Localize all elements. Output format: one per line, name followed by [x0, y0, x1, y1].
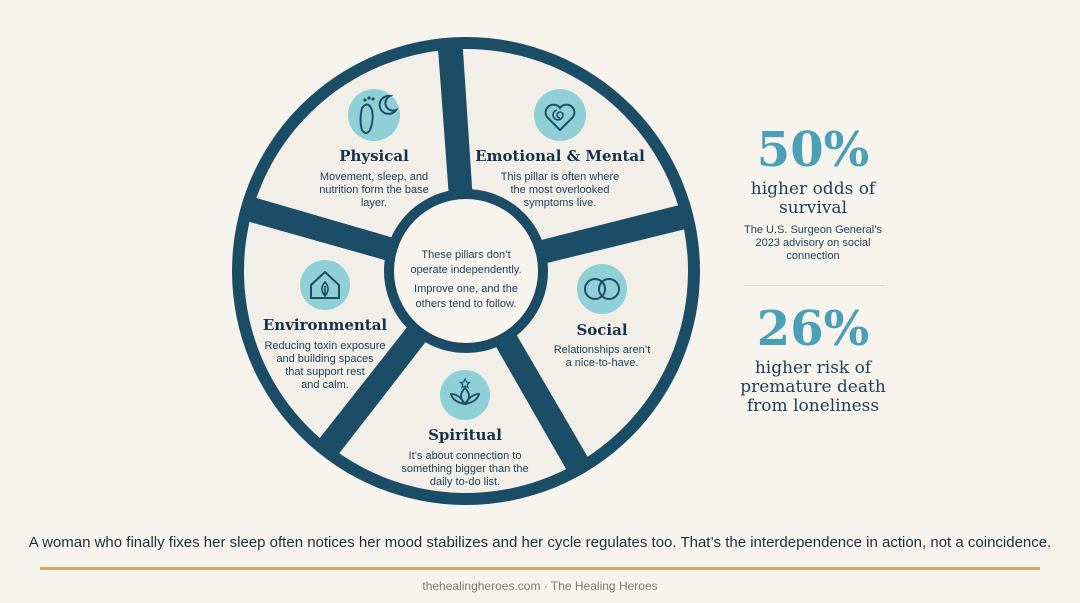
segment-physical: Physical Movement, sleep, and nutrition …: [319, 89, 429, 209]
pillars-wheel: These pillars don’t operate independentl…: [232, 37, 700, 505]
segment-spiritual: Spiritual It’s about connection to somet…: [401, 370, 529, 488]
segment-desc-line: symptoms live.: [524, 197, 597, 209]
segment-desc-line: It’s about connection to: [409, 450, 522, 462]
wheel-segment-emotional: [516, 229, 688, 457]
segment-environmental: Environmental Reducing toxin exposure an…: [263, 260, 388, 391]
center-line: others tend to follow.: [416, 298, 517, 310]
house-leaf-icon: [300, 260, 350, 310]
wheel-segment-environmental: [256, 50, 449, 238]
segment-desc-line: This pillar is often where: [501, 171, 620, 183]
stats-divider: [744, 285, 884, 286]
segment-desc-line: a nice-to-have.: [566, 357, 639, 369]
segment-desc-line: Movement, sleep, and: [320, 171, 428, 183]
segment-desc-line: Relationships aren’t: [554, 344, 651, 356]
stat-survival: 50% higher odds of survival The U.S. Sur…: [740, 124, 886, 263]
center-text: These pillars don’t operate independentl…: [410, 249, 521, 310]
center-line: Improve one, and the: [414, 283, 518, 295]
segment-desc-line: that support rest: [285, 366, 365, 378]
stat-label: higher odds of survival: [750, 179, 876, 218]
segment-social: Social Relationships aren’t a nice-to-ha…: [554, 264, 651, 369]
accent-rule: [40, 567, 1040, 570]
segment-desc-line: layer.: [361, 197, 387, 209]
segment-title: Spiritual: [428, 426, 502, 444]
segment-desc-line: the most overlooked: [510, 184, 609, 196]
segment-emotional: Emotional & Mental This pillar is often …: [475, 89, 645, 209]
segment-desc-line: daily to-do list.: [430, 476, 500, 488]
segment-title: Physical: [339, 147, 409, 165]
caption: A woman who finally fixes her sleep ofte…: [28, 534, 1052, 551]
stat-label: higher risk of premature death from lone…: [740, 358, 886, 416]
center-line: These pillars don’t: [421, 249, 510, 261]
segment-desc-line: nutrition form the base: [319, 184, 428, 196]
stat-loneliness: 26% higher risk of premature death from …: [740, 303, 886, 416]
segment-title: Environmental: [263, 316, 388, 334]
stat-number: 50%: [756, 122, 870, 178]
lotus-star-icon: [440, 370, 490, 420]
stat-number: 26%: [756, 301, 870, 357]
segment-desc-line: something bigger than the: [401, 463, 528, 475]
wheel-segment-spiritual: [244, 221, 407, 439]
heart-spiral-icon: [534, 89, 586, 141]
footprint-moon-icon: [348, 89, 400, 141]
segment-desc-line: and calm.: [301, 379, 349, 391]
wheel-segment-social: [339, 342, 567, 493]
stat-source: The U.S. Surgeon General’s 2023 advisory…: [744, 224, 882, 262]
segment-desc-line: and building spaces: [276, 353, 374, 365]
segment-title: Emotional & Mental: [475, 147, 645, 165]
speech-bubbles-icon: [577, 264, 627, 314]
footer: thehealingheroes.com · The Healing Heroe…: [422, 579, 658, 593]
wheel-segment-physical: [462, 49, 679, 240]
center-line: operate independently.: [410, 264, 521, 276]
segment-desc-line: Reducing toxin exposure: [264, 340, 385, 352]
segment-title: Social: [576, 321, 627, 339]
wheel-center: [394, 199, 538, 343]
